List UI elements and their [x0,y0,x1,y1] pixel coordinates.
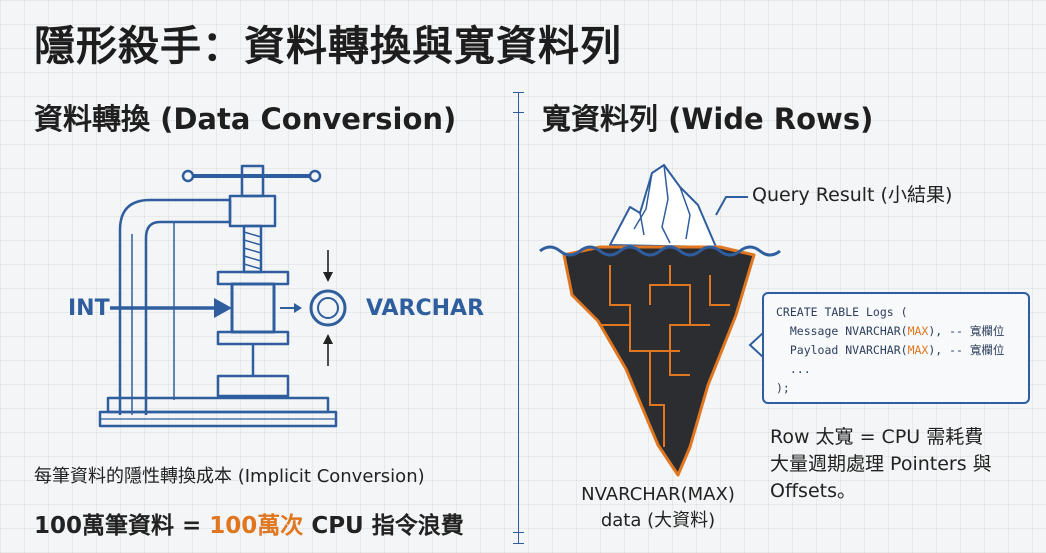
section-title-data-conversion: 資料轉換 (Data Conversion) [34,102,457,136]
query-result-label: Query Result (小結果) [752,184,953,206]
page-title: 隱形殺手：資料轉換與寬資料列 [34,22,622,70]
code-line-5: ); [776,381,790,395]
code-callout-pointer [748,331,765,359]
iceberg-illustration [539,164,781,477]
section-title-wide-rows: 寬資料列 (Wide Rows) [542,102,874,136]
code-line-1: CREATE TABLE Logs ( [776,305,908,319]
wide-row-cpu-note: Row 太寬 = CPU 需耗費 大量週期處理 Pointers 與 Offse… [770,424,992,505]
waste-part-1: 100萬筆資料 = [34,513,210,539]
code-line-4: ... [776,362,811,376]
waste-part-3: CPU 指令浪費 [303,513,464,539]
row-note-line-2: 大量週期處理 Pointers 與 [770,453,992,475]
create-table-code-block: CREATE TABLE Logs ( Message NVARCHAR(MAX… [762,292,1030,404]
int-label: INT [68,296,110,321]
cpu-waste-statement: 100萬筆資料 = 100萬次 CPU 指令浪費 [34,506,464,540]
iceberg-caption-line-1: NVARCHAR(MAX) [581,484,735,505]
row-note-line-3: Offsets。 [770,480,856,502]
varchar-label: VARCHAR [366,296,485,321]
implicit-conversion-caption: 每筆資料的隱性轉換成本 (Implicit Conversion) [34,466,425,487]
iceberg-caption: NVARCHAR(MAX) data (大資料) [568,482,748,534]
section-divider [513,92,524,544]
code-line-3: Payload NVARCHAR(MAX), -- 寬欄位 [776,343,1005,357]
row-note-line-1: Row 太寬 = CPU 需耗費 [770,426,984,448]
code-line-2: Message NVARCHAR(MAX), -- 寬欄位 [776,324,1005,338]
iceberg-caption-line-2: data (大資料) [600,510,716,531]
press-illustration [98,164,347,428]
waste-part-2: 100萬次 [209,513,304,539]
